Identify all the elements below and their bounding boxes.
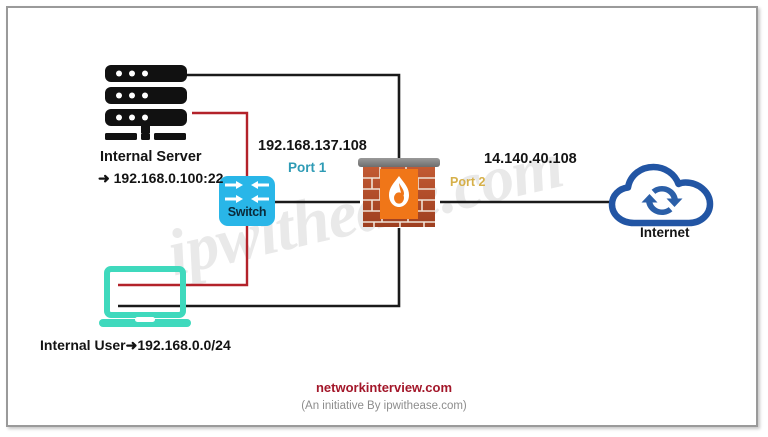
switch-label: Switch	[227, 205, 267, 219]
link-server-to-firewall	[186, 73, 401, 160]
laptop-icon	[99, 266, 191, 327]
internal-user-label: Internal User➜192.168.0.0/24	[40, 337, 231, 353]
link-switch-to-laptop	[118, 222, 249, 287]
internal-server-label: Internal Server	[100, 149, 202, 165]
footer-subtitle: (An initiative By ipwithease.com)	[301, 400, 467, 412]
firewall-brick-wall-icon	[358, 158, 440, 227]
link-laptop-to-firewall	[118, 228, 401, 308]
firewall-port2-ip-label: 14.140.40.108	[484, 151, 577, 167]
internal-server-ip-label: ➜ 192.168.0.100:22	[98, 170, 224, 186]
firewall-port1-name-label: Port 1	[288, 160, 327, 175]
network-switch-icon	[219, 176, 275, 226]
link-server-to-switch	[192, 111, 249, 182]
footer-brand: networkinterview.com	[315, 380, 453, 395]
firewall-port1-ip-label: 192.168.137.108	[258, 138, 367, 154]
server-stack-icon	[105, 65, 187, 140]
internet-label: Internet	[640, 225, 690, 240]
firewall-port2-name-label: Port 2	[450, 175, 486, 189]
cloud-sync-icon	[608, 163, 714, 227]
